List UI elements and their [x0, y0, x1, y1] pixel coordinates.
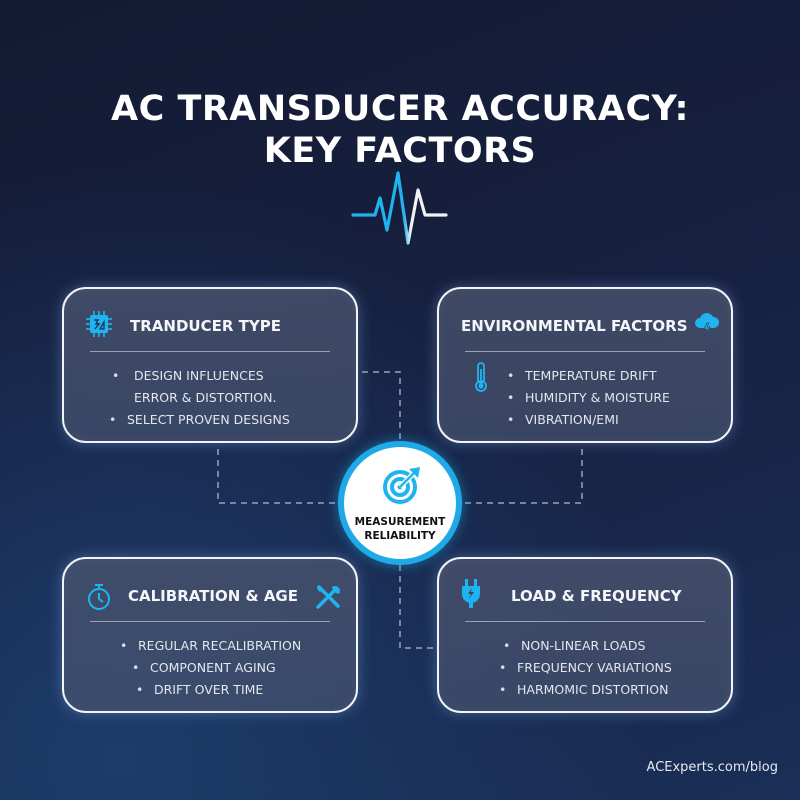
title-line-2: KEY FACTORS — [263, 131, 537, 171]
list-item: •SELECT PROVEN DESIGNS — [109, 412, 290, 427]
list-item: •VIBRATION/EMI — [507, 412, 619, 427]
list-item: •TEMPERATURE DRIFT — [507, 368, 657, 383]
card-title: TRANDUCER TYPE — [130, 317, 281, 335]
heartbeat-pulse-icon — [351, 171, 448, 245]
card-title: ENVIRONMENTAL FACTORS — [461, 317, 688, 335]
stopwatch-icon — [88, 584, 110, 610]
page-title: AC TRANSDUCER ACCURACY: KEY FACTORS — [0, 88, 800, 172]
storm-cloud-icon — [695, 313, 720, 336]
card-environmental-factors: ENVIRONMENTAL FACTORS •TEMPERATURE DRIFT… — [437, 287, 733, 443]
tools-icon — [316, 585, 340, 609]
divider — [90, 351, 330, 352]
divider — [465, 351, 705, 352]
card-calibration-age: CALIBRATION & AGE •REGULAR RECALIBRATION… — [62, 557, 358, 713]
center-label: MEASUREMENT RELIABILITY — [354, 516, 446, 542]
list-item: •DESIGN INFLUENCES — [112, 368, 264, 383]
list-item: •HARMOMIC DISTORTION — [499, 682, 669, 697]
center-hub: MEASUREMENT RELIABILITY — [338, 441, 462, 565]
chip-icon — [86, 311, 112, 337]
list-item: •HUMIDITY & MOISTURE — [507, 390, 670, 405]
card-title: LOAD & FREQUENCY — [511, 587, 682, 605]
list-item: •COMPONENT AGING — [132, 660, 276, 675]
divider — [465, 621, 705, 622]
list-item-continuation: ERROR & DISTORTION. — [134, 390, 277, 405]
card-load-frequency: LOAD & FREQUENCY •NON-LINEAR LOADS •FREQ… — [437, 557, 733, 713]
thermometer-icon — [475, 362, 487, 392]
plug-icon — [462, 579, 480, 608]
list-item: •REGULAR RECALIBRATION — [120, 638, 302, 653]
target-arrow-icon — [383, 467, 420, 504]
card-transducer-type: TRANDUCER TYPE •DESIGN INFLUENCES ERROR … — [62, 287, 358, 443]
list-item: •DRIFT OVER TIME — [136, 682, 264, 697]
title-line-1: AC TRANSDUCER ACCURACY: — [111, 89, 689, 129]
footer-url: ACExperts.com/blog — [646, 760, 778, 775]
list-item: •FREQUENCY VARIATIONS — [499, 660, 672, 675]
divider — [90, 621, 330, 622]
card-title: CALIBRATION & AGE — [128, 587, 298, 605]
list-item: •NON-LINEAR LOADS — [503, 638, 646, 653]
